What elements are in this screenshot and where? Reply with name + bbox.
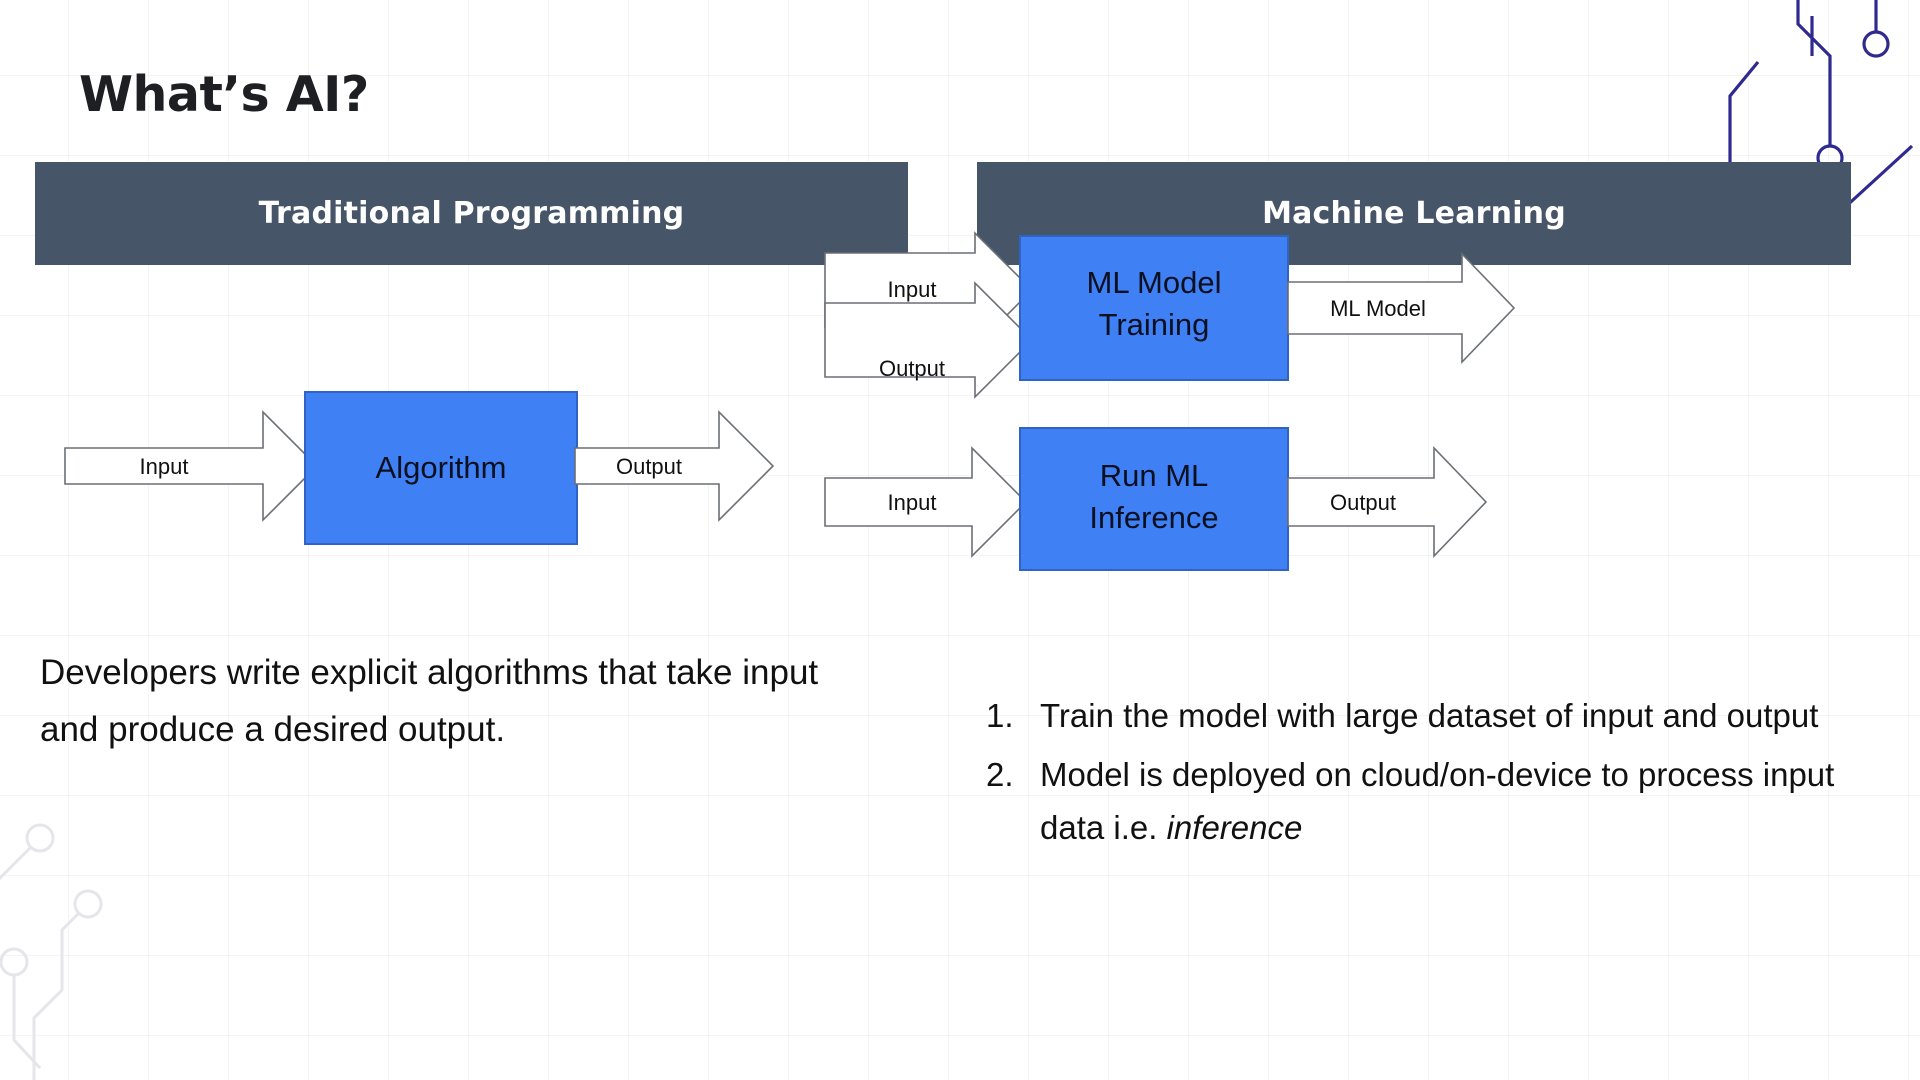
column-header-left-label: Traditional Programming bbox=[258, 196, 685, 231]
run-ml-inference-label-line1: Run ML bbox=[1100, 458, 1209, 493]
input-arrow-label: Input bbox=[140, 454, 189, 479]
run-ml-inference-box bbox=[1019, 427, 1289, 571]
ml-model-training-label-line2: Training bbox=[1099, 307, 1210, 342]
ml-model-training-box bbox=[1019, 235, 1289, 381]
ml-model-training-diagram: Input Output ML Model Training ML Model bbox=[820, 228, 1540, 399]
list-item-number: 2. bbox=[986, 755, 1014, 793]
run-ml-inference-label-line2: Inference bbox=[1089, 500, 1218, 535]
traditional-programming-description: Developers write explicit algorithms tha… bbox=[40, 653, 819, 749]
column-header-machine-learning: Machine Learning bbox=[977, 162, 1851, 265]
training-input-arrow-label: Input bbox=[888, 277, 937, 302]
output-arrow-shape bbox=[574, 410, 775, 522]
ml-model-result-arrow-shape bbox=[1287, 252, 1516, 364]
list-item-italic-tail: inference bbox=[1166, 808, 1303, 846]
list-item-number: 1. bbox=[986, 697, 1014, 734]
column-header-right-label: Machine Learning bbox=[1262, 196, 1566, 231]
algorithm-process-box bbox=[304, 391, 578, 545]
training-output-arrow-shape bbox=[824, 281, 1034, 399]
steps-ordered-list: 1. Train the model with large dataset of… bbox=[986, 690, 1866, 854]
page-title: What’s AI? bbox=[79, 66, 369, 123]
list-item-text: Model is deployed on cloud/on-device to … bbox=[1040, 755, 1835, 846]
inference-output-arrow-label: Output bbox=[1330, 490, 1396, 515]
output-arrow-label: Output bbox=[616, 454, 682, 479]
inference-output-arrow-shape bbox=[1287, 446, 1488, 558]
ml-model-training-label-line1: ML Model bbox=[1087, 265, 1222, 300]
input-arrow-shape bbox=[64, 410, 319, 522]
inference-input-arrow-shape bbox=[824, 446, 1028, 558]
run-ml-inference-diagram: Input Run ML Inference Output bbox=[820, 420, 1540, 585]
machine-learning-steps-list: 1. Train the model with large dataset of… bbox=[986, 690, 1866, 860]
training-output-arrow-label: Output bbox=[879, 356, 945, 381]
list-item-text: Train the model with large dataset of in… bbox=[1040, 697, 1819, 734]
circuit-decoration-bottom-left-icon bbox=[0, 823, 103, 1080]
column-header-traditional-programming: Traditional Programming bbox=[35, 162, 908, 265]
list-item: 1. Train the model with large dataset of… bbox=[986, 690, 1866, 743]
traditional-programming-diagram: Input Algorithm Output bbox=[55, 370, 885, 550]
algorithm-process-label: Algorithm bbox=[376, 450, 507, 485]
inference-input-arrow-label: Input bbox=[888, 490, 937, 515]
ml-model-result-arrow-label: ML Model bbox=[1330, 296, 1426, 321]
list-item: 2. Model is deployed on cloud/on-device … bbox=[986, 749, 1866, 855]
